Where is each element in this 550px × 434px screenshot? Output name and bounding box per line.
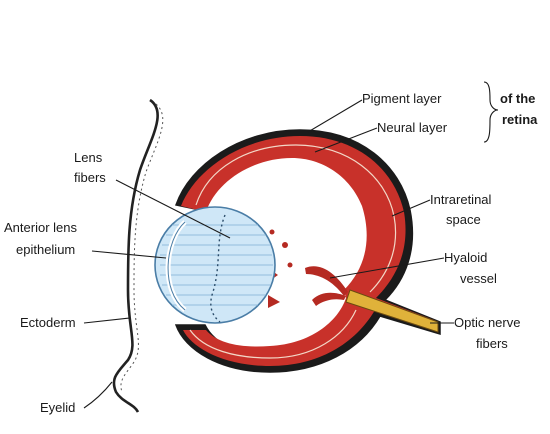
label-neural-layer: Neural layer [377, 120, 448, 135]
label-intraretinal-1: Intraretinal [430, 192, 492, 207]
leader-ectoderm [84, 318, 130, 323]
leader-pigment [308, 100, 362, 132]
label-anterior-lens-2: epithelium [16, 242, 75, 257]
label-anterior-lens-1: Anterior lens [4, 220, 77, 235]
label-ectoderm: Ectoderm [20, 315, 76, 330]
hyaloid-vessel [268, 230, 348, 309]
leader-eyelid [84, 382, 112, 408]
label-lens-fibers-1: Lens [74, 150, 103, 165]
label-hyaloid-1: Hyaloid [444, 250, 487, 265]
label-optic-1: Optic nerve [454, 315, 520, 330]
lens [155, 207, 275, 323]
label-retina: retina [502, 112, 538, 127]
label-of-the: of the [500, 91, 535, 106]
retina-brace [484, 82, 498, 142]
label-hyaloid-2: vessel [460, 271, 497, 286]
label-pigment-layer: Pigment layer [362, 91, 442, 106]
label-eyelid: Eyelid [40, 400, 75, 415]
label-intraretinal-2: space [446, 212, 481, 227]
label-optic-2: fibers [476, 336, 508, 351]
label-lens-fibers-2: fibers [74, 170, 106, 185]
